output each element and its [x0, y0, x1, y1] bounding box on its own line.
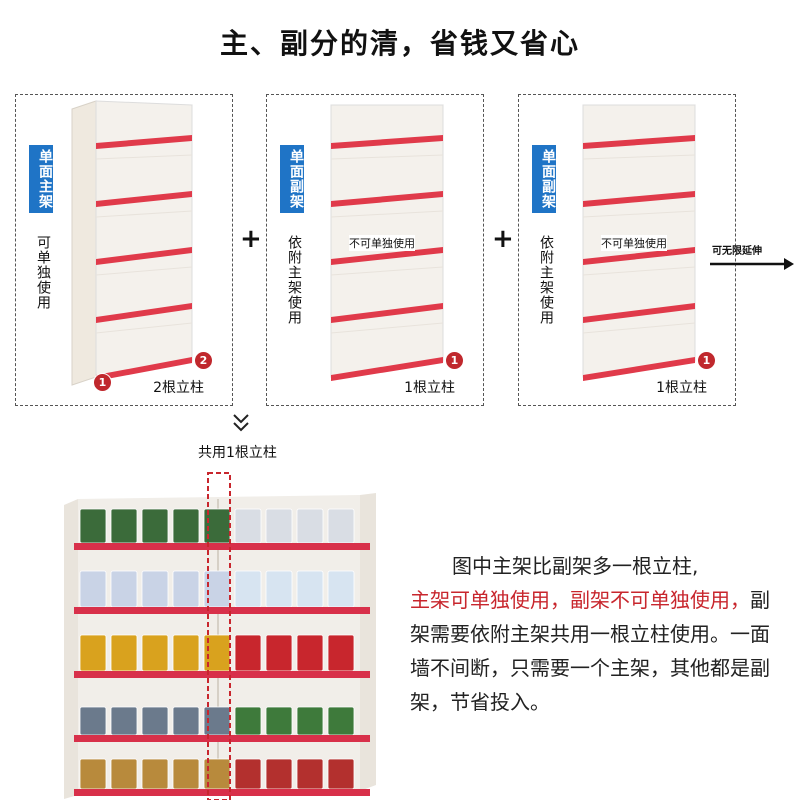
- product-item: [110, 634, 138, 672]
- product-item: [172, 570, 200, 608]
- post-count-label: 1根立柱: [404, 380, 455, 396]
- shelf-price-strip: [74, 607, 370, 614]
- sub-shelf-desc: 依附主架使用: [538, 235, 554, 325]
- product-item: [265, 634, 293, 672]
- not-standalone-note: 不可单独使用: [349, 235, 415, 251]
- main-shelf-badge: 单面主架: [29, 145, 53, 213]
- product-item: [110, 706, 138, 736]
- not-standalone-note: 不可单独使用: [601, 235, 667, 251]
- shelf-price-strip: [74, 671, 370, 678]
- product-item: [234, 634, 262, 672]
- post-marker-1: 1: [93, 373, 112, 392]
- plus-sign: +: [240, 224, 262, 254]
- extend-arrow: 可无限延伸: [708, 242, 796, 272]
- post-count-label: 1根立柱: [656, 380, 707, 396]
- right-arrow-icon: [710, 258, 794, 270]
- shelf-price-strip: [74, 789, 370, 796]
- sub-shelf-panel: 单面副架 依附主架使用 不可单独使用 1 1根立柱: [266, 94, 484, 406]
- page-title: 主、副分的清，省钱又省心: [219, 27, 580, 60]
- product-item: [141, 634, 169, 672]
- product-item: [296, 706, 324, 736]
- product-item: [79, 706, 107, 736]
- description-paragraph: 图中主架比副架多一根立柱, 主架可单独使用，副架不可单独使用，副架需要依附主架共…: [410, 549, 770, 719]
- shelf-price-strip: [74, 543, 370, 550]
- product-item: [327, 634, 355, 672]
- product-item: [265, 758, 293, 790]
- product-item: [172, 706, 200, 736]
- product-item: [172, 634, 200, 672]
- product-item: [110, 758, 138, 790]
- extend-label: 可无限延伸: [712, 246, 762, 257]
- product-item: [234, 706, 262, 736]
- shared-post-label: 共用1根立柱: [198, 445, 277, 461]
- post-marker-2: 2: [194, 351, 213, 370]
- product-item: [79, 570, 107, 608]
- post-marker-1: 1: [697, 351, 716, 370]
- product-item: [234, 570, 262, 608]
- product-item: [141, 570, 169, 608]
- product-item: [327, 706, 355, 736]
- product-item: [141, 508, 169, 544]
- double-chevron-down-icon: [233, 414, 249, 432]
- product-item: [172, 508, 200, 544]
- sub-shelf-badge: 单面副架: [532, 145, 556, 213]
- product-item: [141, 758, 169, 790]
- product-item: [327, 508, 355, 544]
- product-item: [172, 758, 200, 790]
- product-item: [296, 634, 324, 672]
- product-item: [265, 706, 293, 736]
- product-item: [79, 758, 107, 790]
- main-shelf-illustration: [71, 100, 193, 386]
- product-item: [234, 758, 262, 790]
- product-item: [265, 570, 293, 608]
- plus-sign: +: [492, 224, 514, 254]
- product-item: [110, 508, 138, 544]
- post-count-label: 2根立柱: [153, 380, 204, 396]
- paragraph-rest: 副架需要依附主架共用一根立柱使用。一面墙不间断，只需要一个主架，其他都是副架，节…: [410, 588, 770, 714]
- product-item: [296, 758, 324, 790]
- product-item: [296, 570, 324, 608]
- product-item: [79, 634, 107, 672]
- product-item: [296, 508, 324, 544]
- product-item: [79, 508, 107, 544]
- paragraph-line1: 图中主架比副架多一根立柱,: [452, 554, 699, 578]
- sub-shelf-panel: 单面副架 依附主架使用 不可单独使用 1 1根立柱: [518, 94, 736, 406]
- post-marker-1: 1: [445, 351, 464, 370]
- product-item: [327, 758, 355, 790]
- sub-shelf-desc: 依附主架使用: [286, 235, 302, 325]
- product-item: [141, 706, 169, 736]
- shelf-price-strip: [74, 735, 370, 742]
- product-item: [327, 570, 355, 608]
- product-item: [234, 508, 262, 544]
- paragraph-red-text: 主架可单独使用，副架不可单独使用，: [410, 588, 750, 612]
- product-item: [265, 508, 293, 544]
- main-shelf-desc: 可单独使用: [35, 235, 51, 310]
- sub-shelf-badge: 单面副架: [280, 145, 304, 213]
- product-item: [110, 570, 138, 608]
- main-shelf-panel: 单面主架 可单独使用 1 2 2根立柱: [15, 94, 233, 406]
- stocked-shelf-photo: [64, 472, 376, 800]
